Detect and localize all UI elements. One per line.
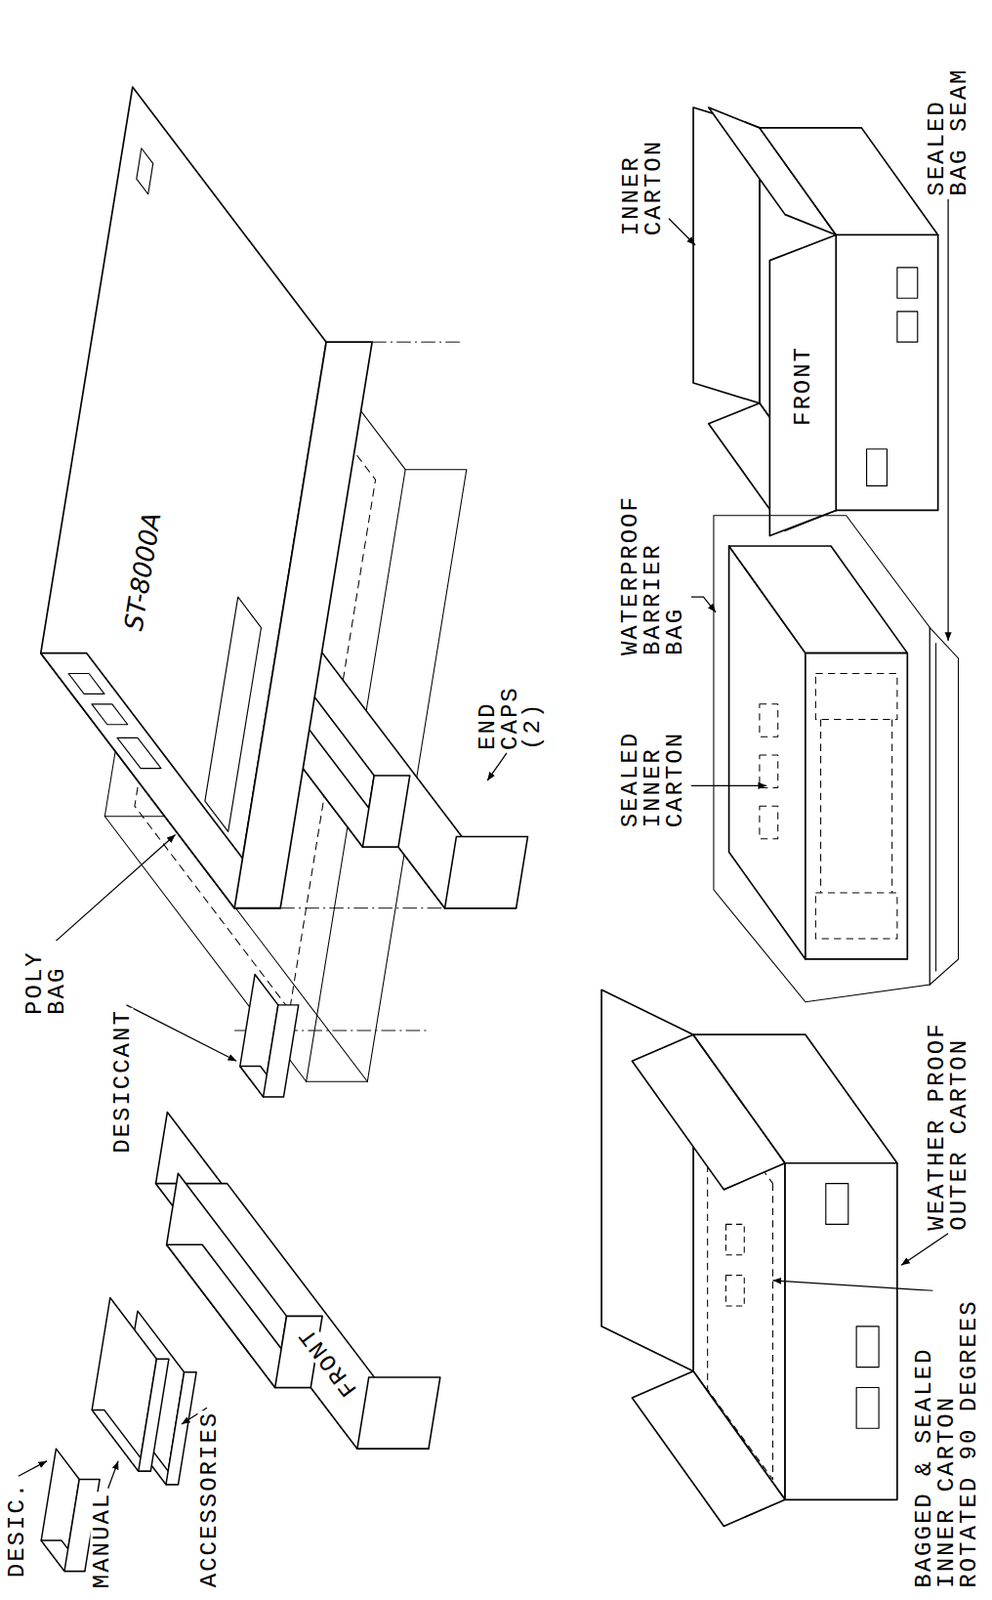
part-label: ACCESSORIES <box>198 1409 221 1588</box>
part-label: WATERPROOF BARRIER BAG <box>619 486 687 657</box>
part-label: POLY BAG <box>23 942 69 1017</box>
outer-carton <box>601 989 898 1526</box>
part-label: BAGGED & SEALED INNER CARTON ROTATED 90 … <box>912 1290 981 1589</box>
barrier-bag <box>713 515 959 1002</box>
manual-book <box>91 1297 169 1472</box>
part-label: INNER CARTON <box>620 130 665 238</box>
device-unit <box>41 86 372 909</box>
model-name: ST-8000A <box>119 508 166 633</box>
part-label: WEATHER PROOF OUTER CARTON <box>925 1012 971 1231</box>
orientation-mark: FRONT <box>294 1322 363 1402</box>
part-label: MANUAL <box>90 1490 114 1589</box>
leader-line <box>18 199 949 1488</box>
part-label: END CAPS (2) <box>476 676 544 751</box>
orientation-mark: FRONT <box>790 344 814 427</box>
desiccant-pack <box>41 974 299 1571</box>
sealed-inner-carton <box>729 545 909 959</box>
part-label: DESIC. <box>4 1480 28 1578</box>
part-label: DESICCANT <box>111 1007 134 1155</box>
part-label: SEALED BAG SEAM <box>925 58 971 197</box>
inner-carton <box>693 107 939 537</box>
part-label: SEALED INNER CARTON <box>619 721 687 828</box>
